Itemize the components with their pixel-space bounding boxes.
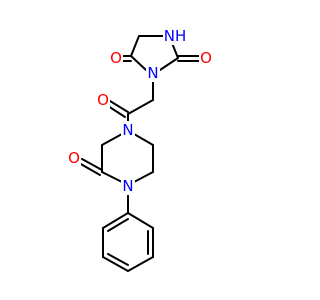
atom-label-background <box>146 64 160 82</box>
bond-c4-n3 <box>130 55 147 71</box>
nitrogen-h-atom-label: NH <box>164 27 187 45</box>
atom-label-background <box>163 27 187 45</box>
bond-n4-c3 <box>101 133 123 146</box>
bond-c5-n4 <box>133 133 154 146</box>
oxygen-atom-label: O <box>97 91 109 109</box>
bond-c5-c4 <box>130 35 140 57</box>
bond-ph-6 <box>127 212 154 229</box>
bonds <box>78 35 200 272</box>
bond-c2p-o-a <box>81 158 103 171</box>
oxygen-atom-label: O <box>68 149 80 167</box>
bond-ch2-c <box>127 99 154 115</box>
bond-ph-inner-2 <box>107 253 129 266</box>
bond-ph-3 <box>102 256 129 272</box>
molecule-structure: O O NH N O N O N <box>67 27 213 272</box>
atom-labels: O O NH N O N O N <box>67 27 213 195</box>
bond-c-o-b <box>107 105 126 118</box>
bond-n1-c6 <box>133 171 154 183</box>
bond-n3-c2 <box>159 57 179 71</box>
atom-label-background <box>67 149 81 167</box>
bond-c2-nh <box>171 42 179 59</box>
atom-label-background <box>121 121 135 139</box>
oxygen-atom-label: O <box>200 49 212 67</box>
nitrogen-atom-label: N <box>122 177 133 195</box>
bond-ph-4 <box>127 256 154 272</box>
atom-label-background <box>199 49 213 67</box>
oxygen-atom-label: O <box>110 49 122 67</box>
atom-label-background <box>121 177 135 195</box>
bond-c2p-n1 <box>101 171 123 183</box>
bond-c2p-o-b <box>78 162 101 176</box>
atom-label-background <box>96 91 110 109</box>
atom-label-background <box>109 49 123 67</box>
bond-ph-1 <box>102 212 129 229</box>
bond-c-o-a <box>109 100 129 113</box>
bond-ph-inner-1 <box>107 218 129 232</box>
nitrogen-atom-label: N <box>147 64 158 82</box>
nitrogen-atom-label: N <box>122 121 133 139</box>
